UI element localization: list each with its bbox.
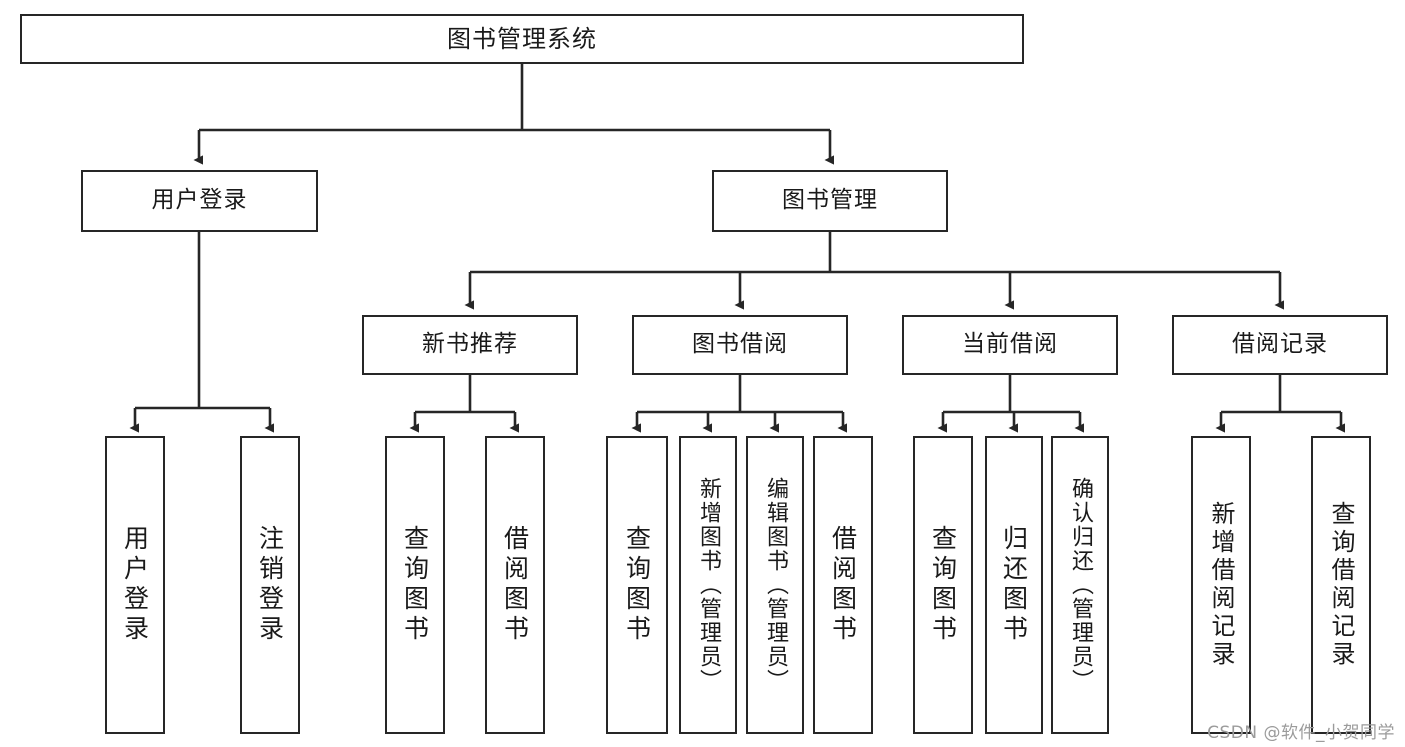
- csdn-watermark: CSDN @软件_小贺同学: [1207, 723, 1395, 743]
- node-leaf-borrow-book[interactable]: 借阅图书: [813, 436, 873, 734]
- node-leaf-query-book-borrow[interactable]: 查询图书: [606, 436, 668, 734]
- node-label: 当前借阅: [962, 331, 1058, 358]
- node-book-manage[interactable]: 图书管理: [712, 170, 948, 232]
- node-label: 图书管理: [782, 187, 878, 214]
- node-label: 用户登录: [151, 187, 248, 214]
- node-current-borrow[interactable]: 当前借阅: [902, 315, 1118, 375]
- node-label: 新书推荐: [422, 331, 518, 358]
- node-leaf-query-book-new[interactable]: 查询图书: [385, 436, 445, 734]
- node-label: 借阅图书: [500, 525, 530, 645]
- node-label: 新增图书（管理员）: [696, 477, 721, 693]
- node-label: 借阅图书: [828, 525, 858, 645]
- node-leaf-query-book-current[interactable]: 查询图书: [913, 436, 973, 734]
- node-leaf-edit-book[interactable]: 编辑图书（管理员）: [746, 436, 804, 734]
- node-book-borrow[interactable]: 图书借阅: [632, 315, 848, 375]
- node-leaf-confirm-return[interactable]: 确认归还（管理员）: [1051, 436, 1109, 734]
- node-leaf-add-record[interactable]: 新增借阅记录: [1191, 436, 1251, 734]
- node-root-system[interactable]: 图书管理系统: [20, 14, 1024, 64]
- node-label: 确认归还（管理员）: [1068, 477, 1093, 693]
- node-leaf-return-book[interactable]: 归还图书: [985, 436, 1043, 734]
- node-label: 归还图书: [999, 525, 1029, 645]
- node-label: 新增借阅记录: [1207, 501, 1235, 669]
- node-leaf-query-record[interactable]: 查询借阅记录: [1311, 436, 1371, 734]
- node-label: 查询图书: [928, 525, 958, 645]
- node-leaf-logout-login[interactable]: 注销登录: [240, 436, 300, 734]
- node-leaf-user-login[interactable]: 用户登录: [105, 436, 165, 734]
- node-label: 编辑图书（管理员）: [763, 477, 788, 693]
- node-label: 借阅记录: [1232, 331, 1328, 358]
- node-label: 查询图书: [622, 525, 652, 645]
- node-label: 用户登录: [120, 525, 150, 645]
- node-new-book-recommend[interactable]: 新书推荐: [362, 315, 578, 375]
- node-label: 图书借阅: [692, 331, 788, 358]
- node-user-login[interactable]: 用户登录: [81, 170, 318, 232]
- node-label: 查询图书: [400, 525, 430, 645]
- node-label: 注销登录: [255, 525, 285, 645]
- node-borrow-record[interactable]: 借阅记录: [1172, 315, 1388, 375]
- node-root-label: 图书管理系统: [447, 24, 597, 53]
- node-label: 查询借阅记录: [1327, 501, 1355, 669]
- node-leaf-borrow-book-new[interactable]: 借阅图书: [485, 436, 545, 734]
- node-leaf-add-book[interactable]: 新增图书（管理员）: [679, 436, 737, 734]
